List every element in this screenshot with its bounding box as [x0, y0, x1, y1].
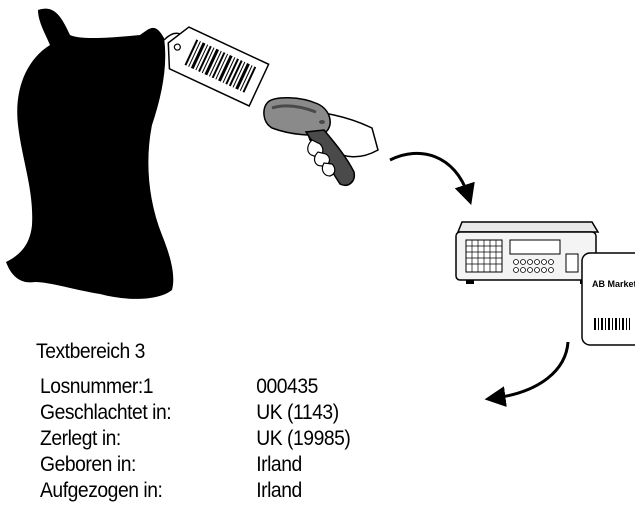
- info-row-born: Geboren in: Irland: [40, 452, 350, 478]
- info-key: Losnummer:1: [40, 375, 154, 398]
- label-brand-text: AB Markets: [592, 279, 635, 289]
- info-key: Geschlachtet in:: [40, 401, 172, 424]
- barcode-scanner-icon: [263, 97, 379, 186]
- info-row-raised: Aufgezogen in: Irland: [40, 478, 350, 504]
- flow-arrow-icon: [389, 151, 475, 205]
- info-value: UK (1143): [256, 401, 339, 424]
- info-row-slaughtered: Geschlachtet in: UK (1143): [40, 400, 350, 426]
- origin-info-table: Losnummer:1 000435 Geschlachtet in: UK (…: [40, 374, 351, 504]
- info-value: UK (19985): [256, 427, 351, 450]
- flow-arrow-icon-2: [484, 341, 570, 408]
- label-scale-icon: [455, 221, 600, 284]
- text-area-title: Textbereich 3: [36, 340, 145, 363]
- info-key: Zerlegt in:: [40, 427, 121, 450]
- meat-carcass-icon: [6, 8, 174, 299]
- info-value: Irland: [256, 479, 302, 502]
- barcode-tag-icon: [167, 26, 270, 107]
- info-value: Irland: [256, 453, 302, 476]
- info-row-cut: Zerlegt in: UK (19985): [40, 426, 351, 452]
- info-value: 000435: [256, 375, 318, 398]
- printed-label-icon: AB Markets: [581, 252, 635, 346]
- info-key: Geboren in:: [40, 453, 136, 476]
- info-row-lot: Losnummer:1 000435: [40, 374, 350, 400]
- info-key: Aufgezogen in:: [40, 479, 163, 502]
